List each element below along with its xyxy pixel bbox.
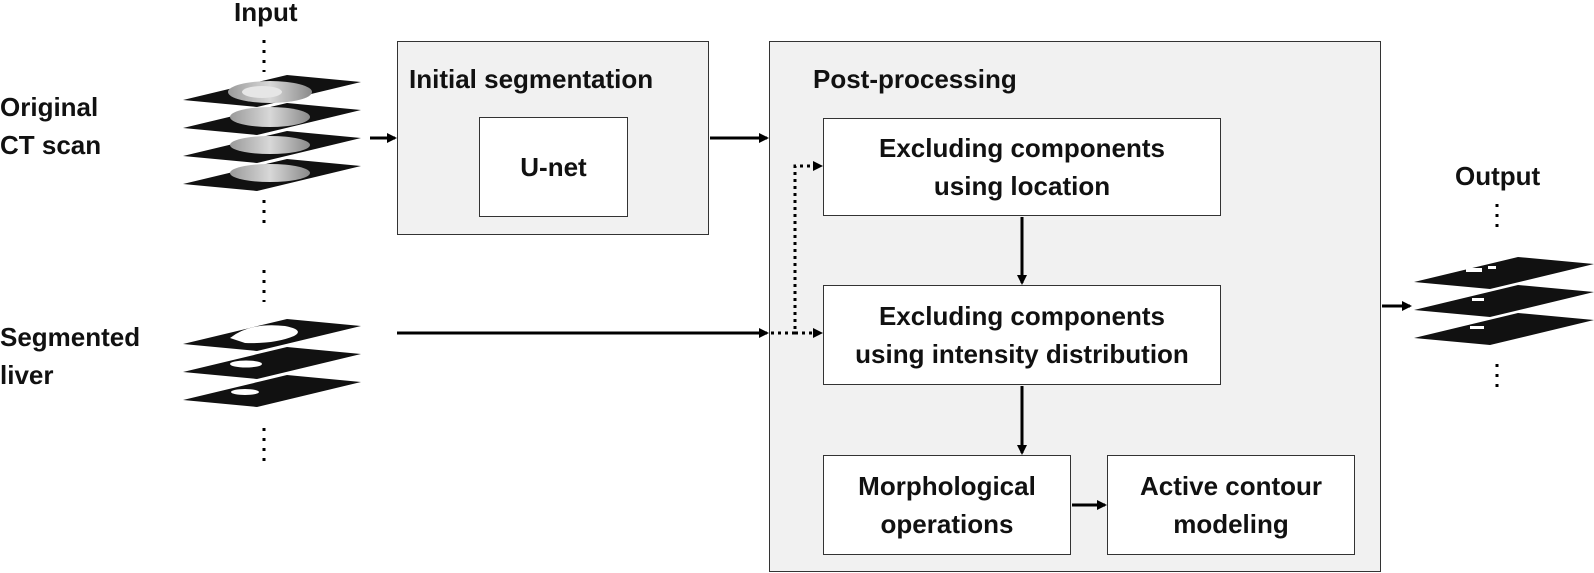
segmented-liver-stack-image	[183, 319, 361, 407]
morphology-step-label: Morphological operations	[858, 471, 1036, 539]
output-label: Output	[1455, 161, 1541, 191]
intensity-step-label: Excluding components using intensity dis…	[855, 301, 1189, 369]
output-stack-image	[1414, 257, 1594, 345]
dotted-arrow-to-location	[771, 161, 823, 335]
unet-box: U-net	[479, 117, 628, 217]
intensity-step-box: Excluding components using intensity dis…	[823, 285, 1221, 385]
location-step-label: Excluding components using location	[878, 133, 1166, 201]
initial-segmentation-title: Initial segmentation	[409, 64, 654, 94]
segmented-liver-label: Segmented liver	[0, 322, 141, 390]
original-ct-scan-label: Original CT scan	[0, 92, 102, 160]
post-processing-title: Post-processing	[813, 64, 1017, 94]
morphology-step-box: Morphological operations	[823, 455, 1071, 555]
location-step-box: Excluding components using location	[823, 118, 1221, 216]
input-label: Input	[234, 0, 298, 27]
active-contour-step-label: Active contour modeling	[1139, 471, 1323, 539]
unet-label: U-net	[520, 152, 587, 182]
active-contour-step-box: Active contour modeling	[1107, 455, 1355, 555]
ct-scan-stack-image	[183, 75, 361, 191]
